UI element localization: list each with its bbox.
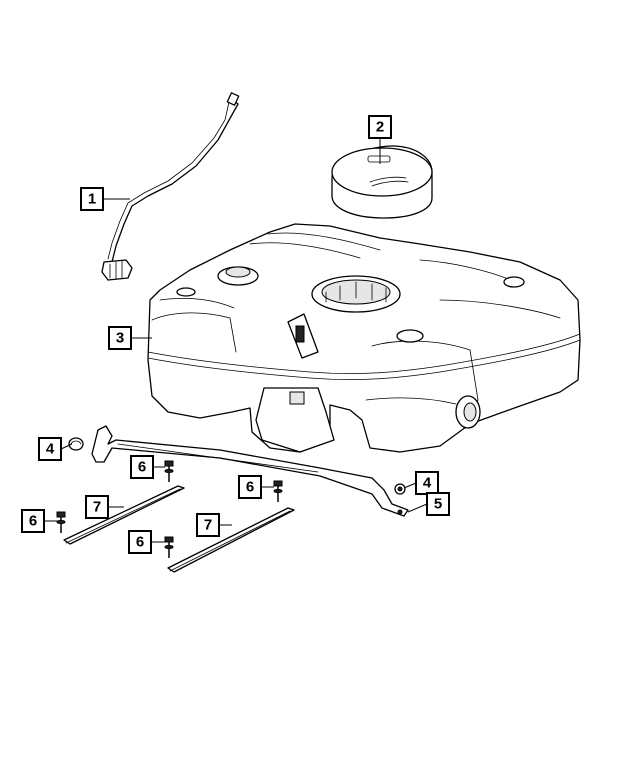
callout-6-b: 6 [238, 475, 262, 499]
callout-1-label: 1 [88, 191, 96, 208]
callout-6-b-label: 6 [246, 479, 254, 496]
fuel-pump-cap [331, 145, 433, 219]
callout-6-a-label: 6 [138, 459, 146, 476]
bolt-a [164, 460, 174, 482]
callout-3: 3 [108, 326, 132, 350]
bolt-b [273, 480, 283, 502]
callout-7-a-label: 7 [93, 499, 101, 516]
fuel-tank [147, 223, 581, 453]
tank-strap [91, 425, 409, 517]
callout-6-c: 6 [21, 509, 45, 533]
bolt-d [164, 536, 174, 558]
callout-5-label: 5 [434, 496, 442, 513]
callout-6-a: 6 [130, 455, 154, 479]
callout-6-d-label: 6 [136, 534, 144, 551]
bolt-c [56, 511, 66, 533]
callout-1: 1 [80, 187, 104, 211]
callout-5: 5 [426, 492, 450, 516]
grommet-left [68, 437, 84, 451]
heat-shield-strap-left [63, 485, 185, 545]
leader-lines [44, 138, 428, 543]
callout-4-right: 4 [415, 471, 439, 495]
callout-4-right-label: 4 [423, 475, 432, 492]
vent-tube [101, 92, 240, 281]
heat-shield-strap-right [167, 507, 295, 573]
callout-3-label: 3 [116, 330, 124, 347]
callout-7-b-label: 7 [204, 517, 212, 534]
grommet-right [394, 483, 406, 495]
callout-2: 2 [368, 115, 392, 139]
callout-4-left: 4 [38, 437, 62, 461]
callout-2-label: 2 [376, 119, 384, 136]
callout-7-a: 7 [85, 495, 109, 519]
callout-7-b: 7 [196, 513, 220, 537]
callout-4-left-label: 4 [46, 441, 55, 458]
callout-6-d: 6 [128, 530, 152, 554]
callout-6-c-label: 6 [29, 513, 37, 530]
